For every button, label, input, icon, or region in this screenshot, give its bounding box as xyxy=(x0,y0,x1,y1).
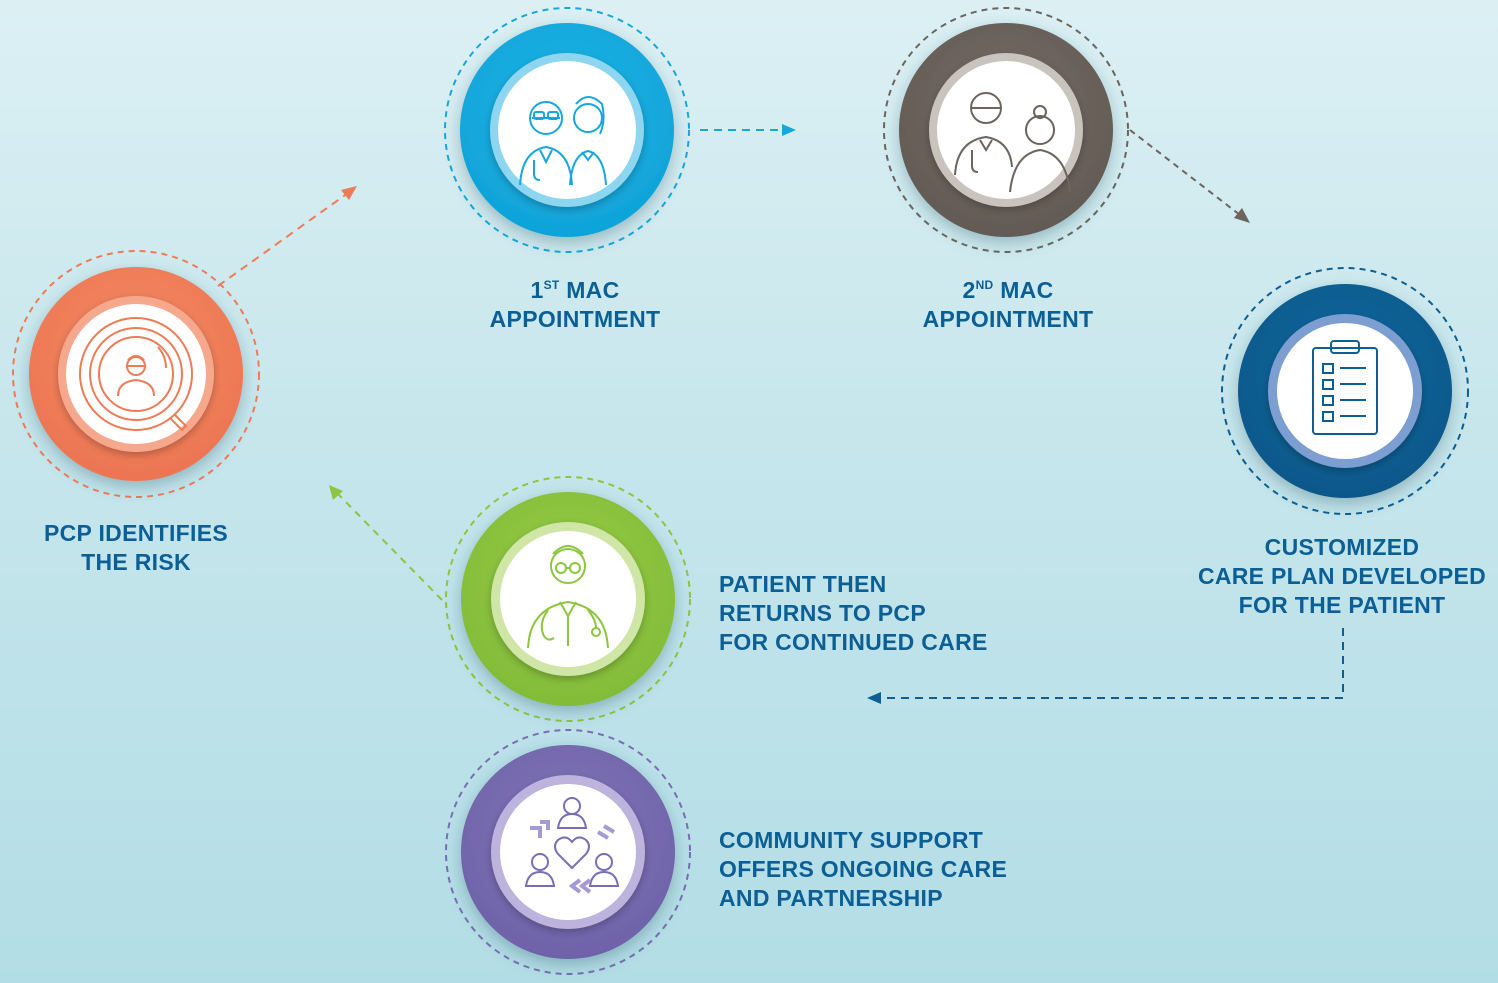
label-line: FOR CONTINUED CARE xyxy=(719,629,988,655)
ordinal-number: 2 xyxy=(962,277,976,303)
label-customized-care-plan: CUSTOMIZED CARE PLAN DEVELOPED FOR THE P… xyxy=(1186,533,1498,620)
step-pcp-identifies-risk xyxy=(12,250,260,498)
step-patient-returns-to-pcp xyxy=(445,476,691,722)
label-line: 2ND MAC xyxy=(878,276,1138,305)
dashed-ring xyxy=(883,7,1129,253)
label-line: FOR THE PATIENT xyxy=(1238,592,1446,618)
mac-title: MAC xyxy=(566,277,620,303)
doctor-stethoscope-icon xyxy=(527,545,609,649)
label-first-mac-appointment: 1ST MAC APPOINTMENT xyxy=(445,276,705,334)
arrow-mac1-to-mac2 xyxy=(700,124,796,136)
label-line: OFFERS ONGOING CARE xyxy=(719,856,1008,882)
doctor-nurse-icon xyxy=(519,96,607,186)
label-line: CARE PLAN DEVELOPED xyxy=(1197,563,1487,589)
step-community-support xyxy=(445,729,691,975)
label-community-support: COMMUNITY SUPPORT OFFERS ONGOING CARE AN… xyxy=(719,826,1079,913)
step-first-mac-appointment xyxy=(444,7,690,253)
label-line: CUSTOMIZED xyxy=(1264,534,1420,560)
community-heart-icon xyxy=(524,797,620,894)
magnifier-patient-icon xyxy=(79,317,193,432)
dashed-ring xyxy=(445,476,691,722)
ordinal-number: 1 xyxy=(530,277,544,303)
mac-title: MAC xyxy=(1000,277,1054,303)
label-line: 1ST MAC xyxy=(445,276,705,305)
arrow-careplan-to-returns xyxy=(867,628,1344,704)
ordinal-suffix: ND xyxy=(975,278,994,292)
label-line: APPOINTMENT xyxy=(489,306,661,332)
dashed-ring xyxy=(444,7,690,253)
label-line: RETURNS TO PCP xyxy=(719,600,926,626)
step-customized-care-plan xyxy=(1221,267,1469,515)
label-second-mac-appointment: 2ND MAC APPOINTMENT xyxy=(878,276,1138,334)
clipboard-checklist-icon xyxy=(1312,340,1378,435)
label-line: AND PARTNERSHIP xyxy=(719,885,943,911)
arrow-mac2-to-careplan xyxy=(1129,129,1250,223)
label-patient-returns-to-pcp: PATIENT THEN RETURNS TO PCP FOR CONTINUE… xyxy=(719,570,1059,657)
label-pcp-identifies-risk: PCP IDENTIFIES THE RISK xyxy=(16,519,256,577)
arrow-returns-to-pcp xyxy=(329,485,443,601)
label-line: COMMUNITY SUPPORT xyxy=(719,827,984,853)
label-line: PCP IDENTIFIES xyxy=(44,520,228,546)
label-line: APPOINTMENT xyxy=(922,306,1094,332)
arrow-pcp-to-mac1 xyxy=(217,186,357,287)
ordinal-suffix: ST xyxy=(543,278,560,292)
dashed-ring xyxy=(445,729,691,975)
label-line: PATIENT THEN xyxy=(719,571,887,597)
step-second-mac-appointment xyxy=(883,7,1129,253)
doctor-patient-icon xyxy=(954,92,1071,193)
dashed-ring xyxy=(1221,267,1469,515)
label-line: THE RISK xyxy=(81,549,191,575)
dashed-ring xyxy=(12,250,260,498)
